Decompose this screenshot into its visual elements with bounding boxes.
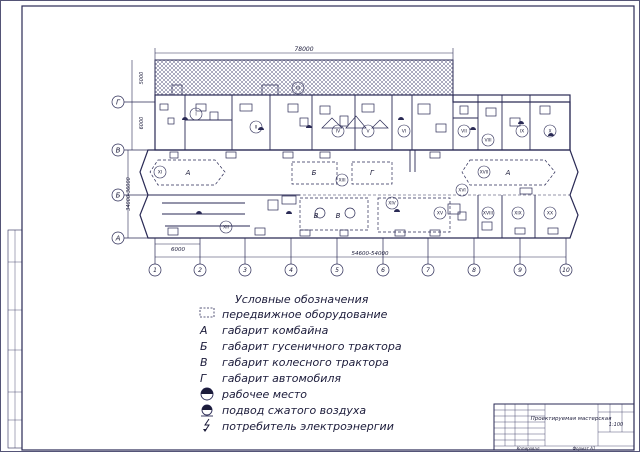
row-label: В — [116, 147, 121, 155]
col-label: 7 — [426, 267, 430, 274]
legend-item-text: габарит колесного трактора — [222, 356, 389, 369]
zone-numeral: XVIII — [483, 211, 493, 217]
vehicle-letter: А — [505, 169, 511, 177]
vehicle-letter: В — [314, 212, 319, 220]
zone-numeral: VI — [402, 129, 406, 135]
floor-plan: 78000 54600-54000 6000 34000-36000 5000 … — [111, 46, 579, 277]
legend-item-text: габарит автомобиля — [222, 372, 341, 385]
col-label: 6 — [381, 267, 385, 274]
title-block-name-text: Проектируемая мастерская — [531, 416, 613, 422]
legend-item-text: подвод сжатого воздуха — [222, 404, 366, 417]
col-label: 4 — [289, 267, 293, 274]
legend-item-text: габарит комбайна — [222, 324, 329, 337]
zone-numeral: XV — [437, 211, 444, 217]
zone-numeral: XII — [223, 225, 229, 231]
title-block-name: Проектируемая мастерская — [531, 416, 613, 422]
col-label: 5 — [335, 267, 339, 274]
zone-numeral: XIV — [388, 201, 396, 207]
rooms-band — [154, 94, 571, 151]
title-block: Проектируемая мастерская 1:100 Копировал… — [493, 403, 635, 451]
drawing-frame — [21, 5, 635, 451]
col-label: 8 — [472, 267, 476, 274]
zone-numeral: II — [255, 125, 258, 131]
legend-item-symbol: В — [200, 356, 208, 369]
legend-item-text: потребитель электроэнергии — [222, 420, 394, 433]
zone-numeral: XIII — [338, 178, 345, 184]
zone-numeral: XI — [158, 170, 162, 176]
zone-numeral: I — [195, 112, 196, 118]
bay-dimension: 6000 — [171, 247, 185, 253]
col-label: 1 — [153, 267, 157, 274]
side-dimension: 34000-36000 — [126, 177, 132, 211]
vehicle-letter: В — [336, 212, 341, 220]
copied-label: Копировал — [517, 446, 540, 451]
legend-item-symbol: Г — [200, 372, 207, 385]
vehicle-letter: А — [185, 169, 191, 177]
format-label: Формат А1 — [573, 446, 596, 451]
movable-equipment-icon — [199, 307, 215, 318]
left-dimension-2: 6000 — [139, 117, 145, 130]
zone-numeral: X — [548, 129, 551, 135]
col-label: 10 — [562, 267, 570, 274]
zone-numeral: XX — [547, 211, 553, 217]
row-label: А — [115, 235, 121, 243]
zone-numeral: IX — [520, 129, 524, 135]
zone-numeral: V — [366, 129, 370, 135]
zone-numeral: III — [296, 86, 300, 92]
title-block-scale: 1:100 — [609, 422, 623, 428]
electric-consumer-icon — [203, 418, 210, 432]
col-label: 2 — [198, 267, 202, 274]
zone-numeral: XVI — [458, 188, 466, 194]
legend-item-text: передвижное оборудование — [222, 308, 388, 321]
zone-numeral: VII — [461, 129, 467, 135]
col-label: 3 — [243, 267, 247, 274]
row-label: Г — [116, 99, 121, 107]
zone-numeral: XIX — [514, 211, 522, 217]
left-stamp-strip — [7, 229, 23, 449]
legend-title: Условные обозначения — [235, 293, 369, 306]
compressed-air-icon — [201, 404, 213, 417]
legend-item-symbol: Б — [200, 340, 208, 353]
overall-dimension: 78000 — [294, 46, 313, 53]
workplace-icon — [200, 387, 214, 401]
zone-numeral: VIII — [484, 138, 491, 144]
legend-item-symbol: А — [199, 324, 208, 337]
left-dimension-1: 5000 — [139, 72, 145, 85]
vehicle-letter: Б — [312, 169, 317, 177]
legend-item-text: рабочее место — [221, 388, 307, 401]
span-dimension: 54600-54000 — [352, 251, 389, 257]
row-label: Б — [116, 192, 121, 200]
zone-numeral: XVII — [480, 170, 489, 176]
main-hall-outline — [139, 149, 579, 239]
col-label: 9 — [518, 267, 522, 274]
legend: Условные обозначения передвижное оборудо… — [199, 293, 402, 433]
zone-numeral: IV — [336, 129, 341, 135]
legend-item-text: габарит гусеничного трактора — [222, 340, 402, 353]
vehicle-letter: Г — [370, 169, 375, 177]
